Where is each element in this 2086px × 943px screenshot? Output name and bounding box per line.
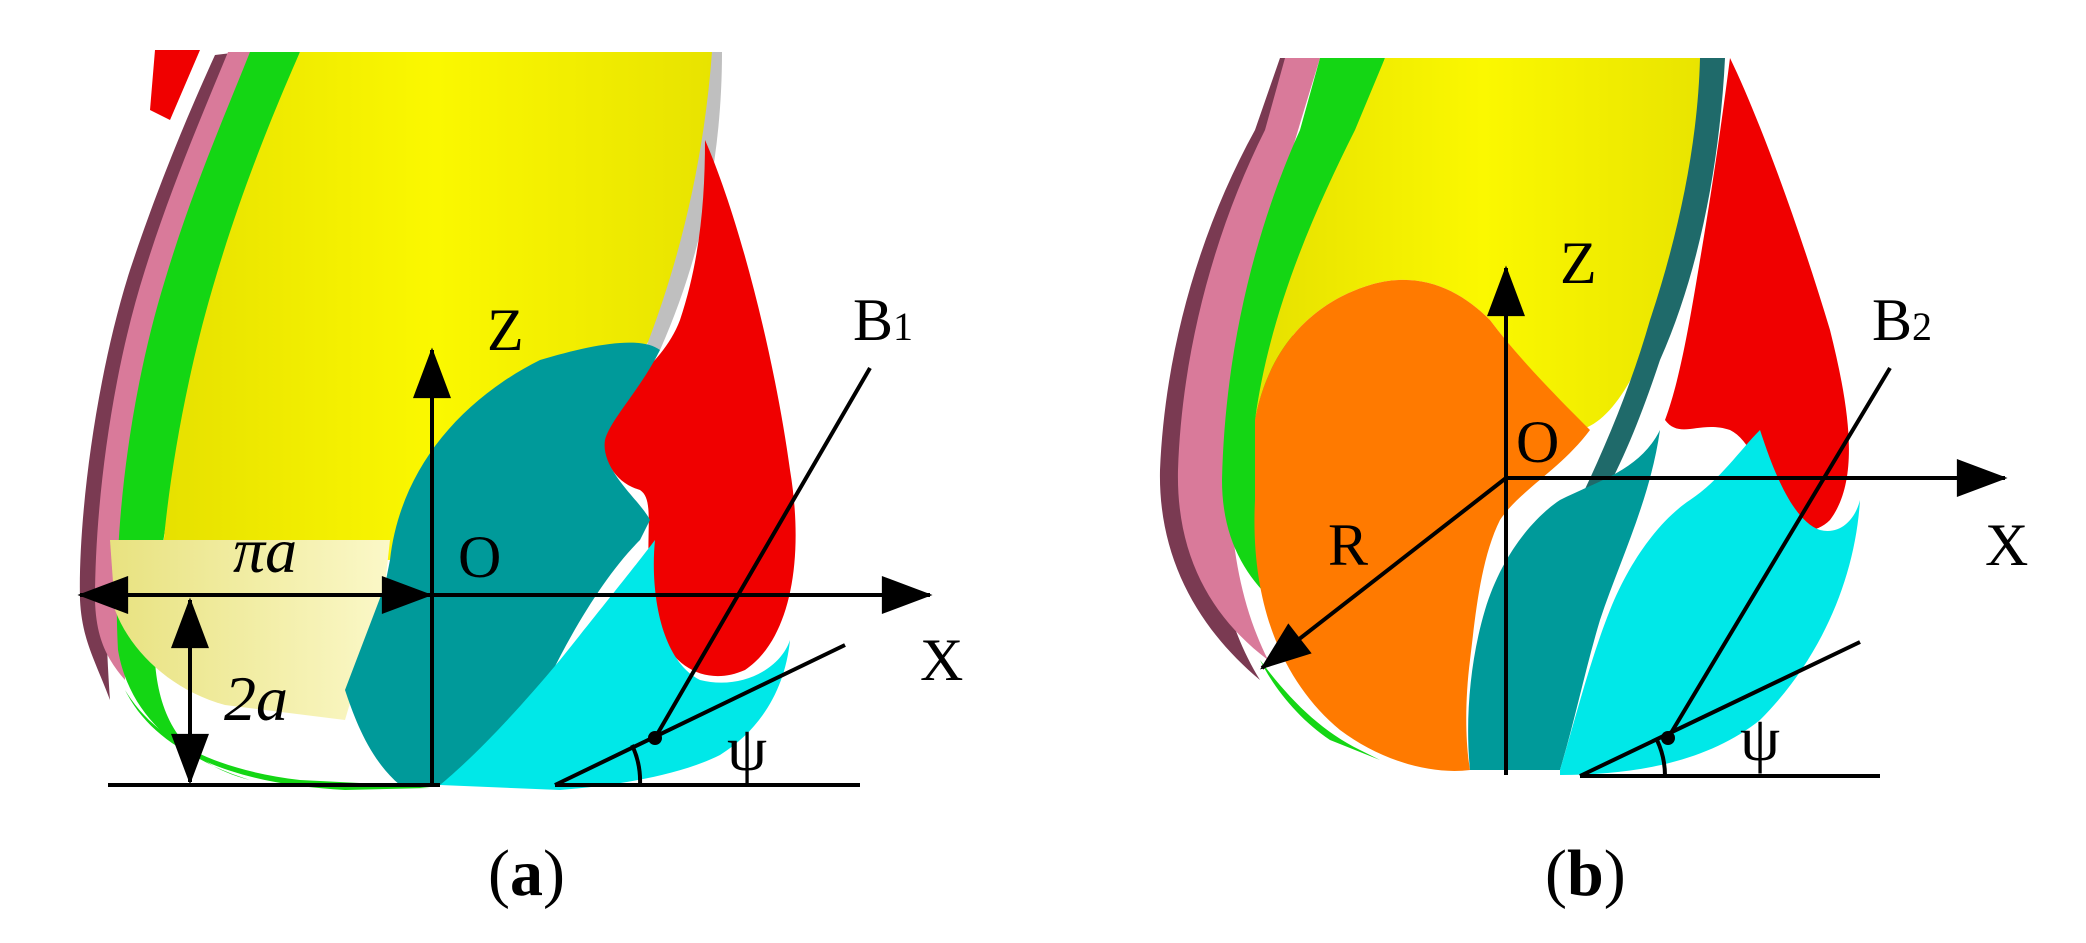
panel-b-x-label: X xyxy=(1985,512,2028,578)
panel-b: Z O X R B2 ψ (b) xyxy=(1159,58,2028,910)
panel-a-b1-label: B1 xyxy=(853,287,913,353)
panel-b-pink-band xyxy=(1177,58,1320,660)
panel-a-green-band xyxy=(116,52,301,780)
panel-a-yellow-face xyxy=(160,52,712,600)
panel-a-origin-label: O xyxy=(458,524,501,590)
panel-a-angle-arc xyxy=(630,744,643,786)
panel-a-z-label: Z xyxy=(487,297,524,363)
panel-b-contact-point xyxy=(1661,731,1675,745)
panel-b-yellow-face xyxy=(1255,58,1712,430)
panel-b-angle-arc xyxy=(1655,739,1667,777)
panel-a-red-flute xyxy=(603,140,796,677)
panel-b-angle-label: ψ xyxy=(1740,703,1780,774)
panel-b-tangent-line xyxy=(1579,640,1861,778)
panel-a-dim-width-label: πa xyxy=(233,515,297,586)
panel-b-b2-line xyxy=(1666,366,1892,740)
panel-b-origin-label: O xyxy=(1516,409,1559,475)
panel-a-tangent-line xyxy=(554,643,846,787)
panel-b-cyan-face xyxy=(1560,430,1860,775)
panel-a-maroon-edge xyxy=(79,52,241,700)
panel-a-contact-point xyxy=(648,731,662,745)
panel-a-pink-band xyxy=(95,52,262,680)
panel-a-cyan-face xyxy=(440,540,790,790)
panel-b-caption: (b) xyxy=(1545,837,1626,910)
panel-b-red-flute xyxy=(1665,58,1849,531)
panel-a-dim-height-label: 2a xyxy=(224,663,288,734)
panel-b-b2-label: B2 xyxy=(1872,287,1932,353)
panel-a-b1-line xyxy=(653,366,872,740)
panel-a-cutter-body xyxy=(79,50,796,790)
panel-a: Z O X B1 ψ πa 2a (a) xyxy=(77,50,963,910)
panel-b-dark-teal-rib xyxy=(1570,58,1725,520)
panel-a-angle-label: ψ xyxy=(727,713,767,784)
panel-a-x-label: X xyxy=(920,627,963,693)
panel-b-z-label: Z xyxy=(1560,230,1597,296)
panel-b-radius-label: R xyxy=(1328,512,1368,578)
panel-b-teal-face xyxy=(1468,430,1660,770)
panel-a-caption: (a) xyxy=(488,837,565,910)
panel-b-radius-arrow xyxy=(1260,476,1508,670)
panel-a-red-flute-back xyxy=(150,50,200,120)
panel-a-teal-face xyxy=(345,342,660,785)
